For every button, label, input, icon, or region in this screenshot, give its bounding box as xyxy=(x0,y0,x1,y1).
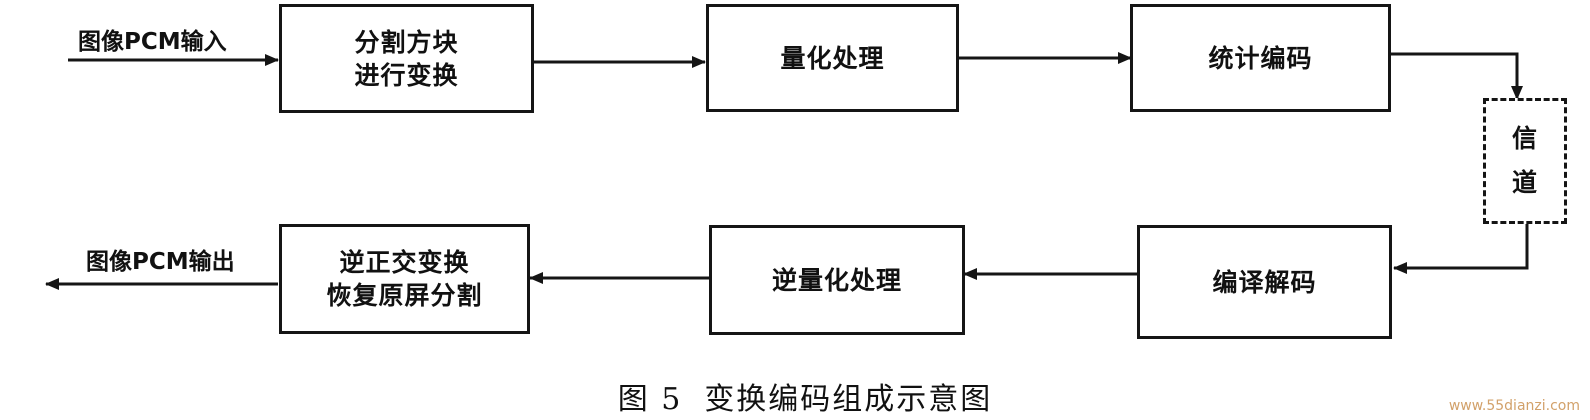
block-inverse-transform-line-1: 逆正交变换 xyxy=(339,248,470,277)
figure-caption: 图 5 变换编码组成示意图 xyxy=(0,374,1590,418)
block-inverse-transform-line-2: 恢复原屏分割 xyxy=(326,281,483,310)
block-split-transform-line-2: 进行变换 xyxy=(354,60,459,90)
block-entropy-encode: 统计编码 xyxy=(1130,4,1391,112)
output-label: 图像PCM输出 xyxy=(86,249,235,275)
block-channel-char-1: 信 xyxy=(1511,124,1538,153)
block-decode-label: 编译解码 xyxy=(1212,267,1317,297)
site-watermark: www.55dianzi.com xyxy=(1448,398,1580,414)
block-split-transform: 分割方块 进行变换 xyxy=(279,4,534,113)
arrow-channel-to-decode xyxy=(1393,224,1529,274)
arrow-encode-to-channel xyxy=(1390,52,1523,100)
block-quantize-label: 量化处理 xyxy=(780,43,885,73)
figure-number: 图 5 xyxy=(617,382,683,417)
block-split-transform-line-1: 分割方块 xyxy=(354,27,459,57)
input-label: 图像PCM输入 xyxy=(78,29,227,55)
block-decode: 编译解码 xyxy=(1137,225,1392,339)
block-inverse-transform: 逆正交变换 恢复原屏分割 xyxy=(279,224,530,334)
block-channel-char-2: 道 xyxy=(1511,168,1538,197)
block-entropy-encode-label: 统计编码 xyxy=(1208,43,1313,73)
block-dequantize-label: 逆量化处理 xyxy=(771,265,902,295)
block-quantize: 量化处理 xyxy=(706,4,959,112)
block-channel: 信 道 xyxy=(1483,98,1567,224)
block-dequantize: 逆量化处理 xyxy=(709,225,965,335)
figure-title: 变换编码组成示意图 xyxy=(704,382,993,417)
